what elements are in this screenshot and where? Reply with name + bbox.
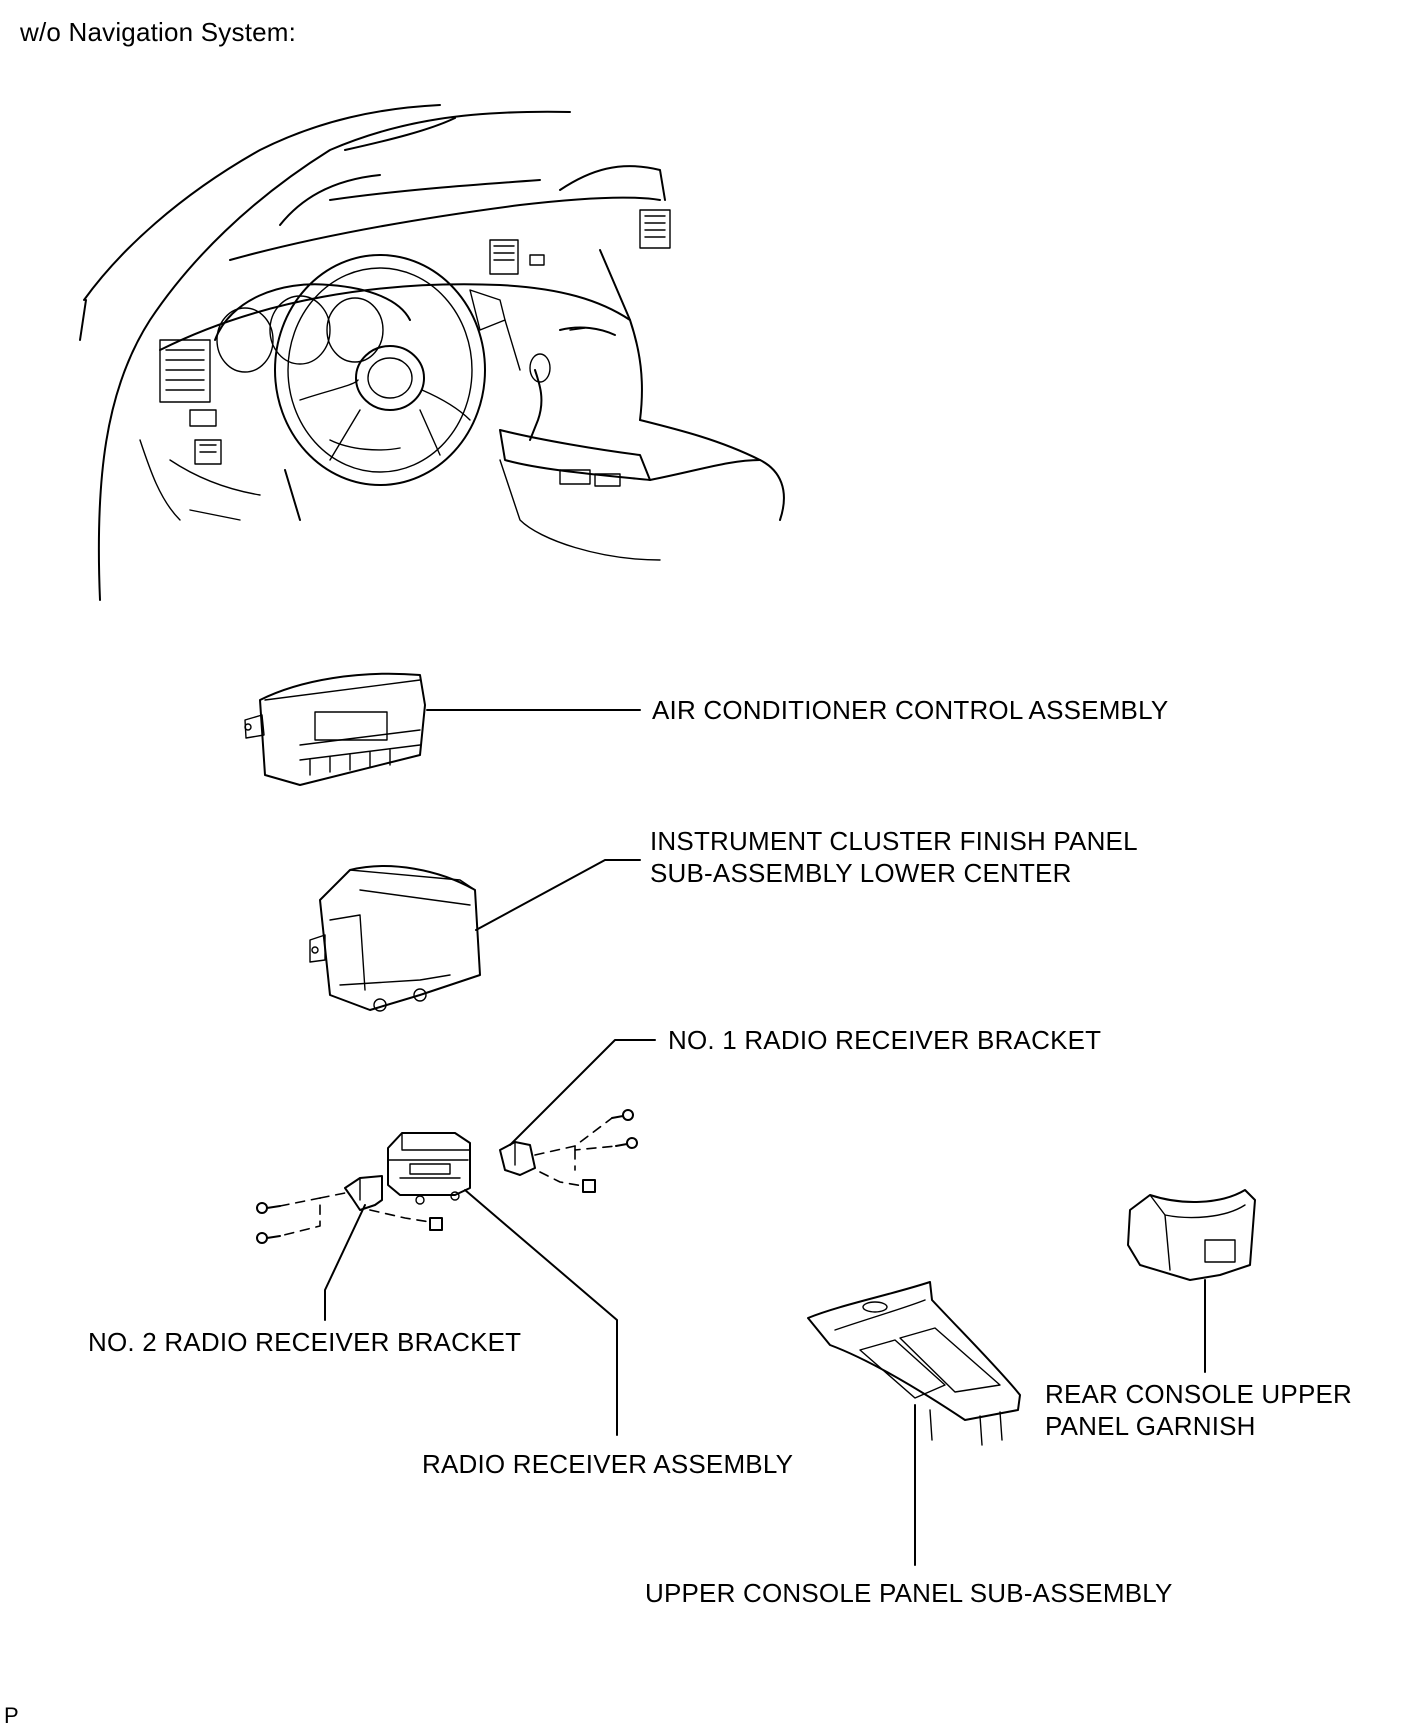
rear-console-garnish: [1127, 1189, 1256, 1373]
label-ac-control: AIR CONDITIONER CONTROL ASSEMBLY: [652, 695, 1169, 725]
upper-console-panel: [807, 1281, 1021, 1566]
radio-receiver-group: [256, 1039, 656, 1436]
variant-heading: w/o Navigation System:: [20, 17, 297, 47]
label-upper-console: UPPER CONSOLE PANEL SUB-ASSEMBLY: [645, 1578, 1173, 1608]
label-cluster-panel: INSTRUMENT CLUSTER FINISH PANEL SUB-ASSE…: [650, 826, 1138, 888]
label-radio: RADIO RECEIVER ASSEMBLY: [422, 1449, 794, 1479]
label-bracket-1: NO. 1 RADIO RECEIVER BRACKET: [668, 1025, 1102, 1055]
label-rear-console: REAR CONSOLE UPPER PANEL GARNISH: [1045, 1379, 1353, 1441]
ac-control-assembly: [244, 672, 641, 786]
dashboard-illustration: [79, 104, 785, 601]
figure-code: P: [4, 1703, 19, 1728]
label-bracket-2: NO. 2 RADIO RECEIVER BRACKET: [88, 1327, 522, 1357]
cluster-finish-panel: [309, 859, 641, 1012]
